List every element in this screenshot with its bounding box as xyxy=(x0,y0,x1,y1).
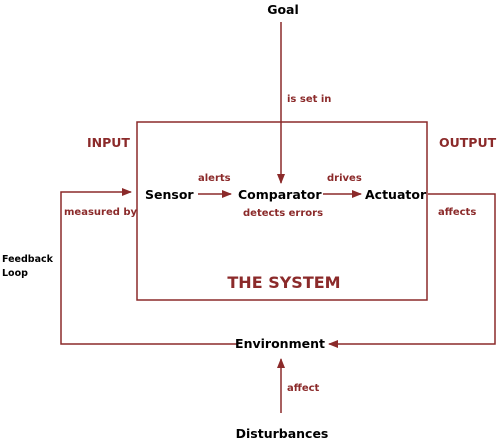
actuator-label: Actuator xyxy=(365,187,427,202)
output-to-environment-path xyxy=(328,193,496,348)
sensor-label: Sensor xyxy=(145,187,194,202)
output-label: OUTPUT xyxy=(439,135,497,150)
system-title: THE SYSTEM xyxy=(227,273,340,292)
feedback-label-line2: Loop xyxy=(2,268,28,279)
drives-label: drives xyxy=(327,173,362,184)
affect-label: affect xyxy=(287,383,320,394)
input-label: INPUT xyxy=(87,135,130,150)
comparator-label: Comparator xyxy=(238,187,322,202)
affects-label: affects xyxy=(438,207,476,218)
measured-by-label: measured by xyxy=(64,207,138,218)
detects-errors-label: detects errors xyxy=(243,208,323,219)
environment-label: Environment xyxy=(235,336,325,351)
feedback-label-line1: Feedback xyxy=(2,254,54,265)
goal-label: Goal xyxy=(267,2,299,17)
is-set-in-label: is set in xyxy=(287,94,331,105)
disturbances-label: Disturbances xyxy=(236,426,329,441)
system-box xyxy=(136,121,428,301)
alerts-label: alerts xyxy=(198,173,231,184)
feedback-loop-path xyxy=(60,188,237,345)
